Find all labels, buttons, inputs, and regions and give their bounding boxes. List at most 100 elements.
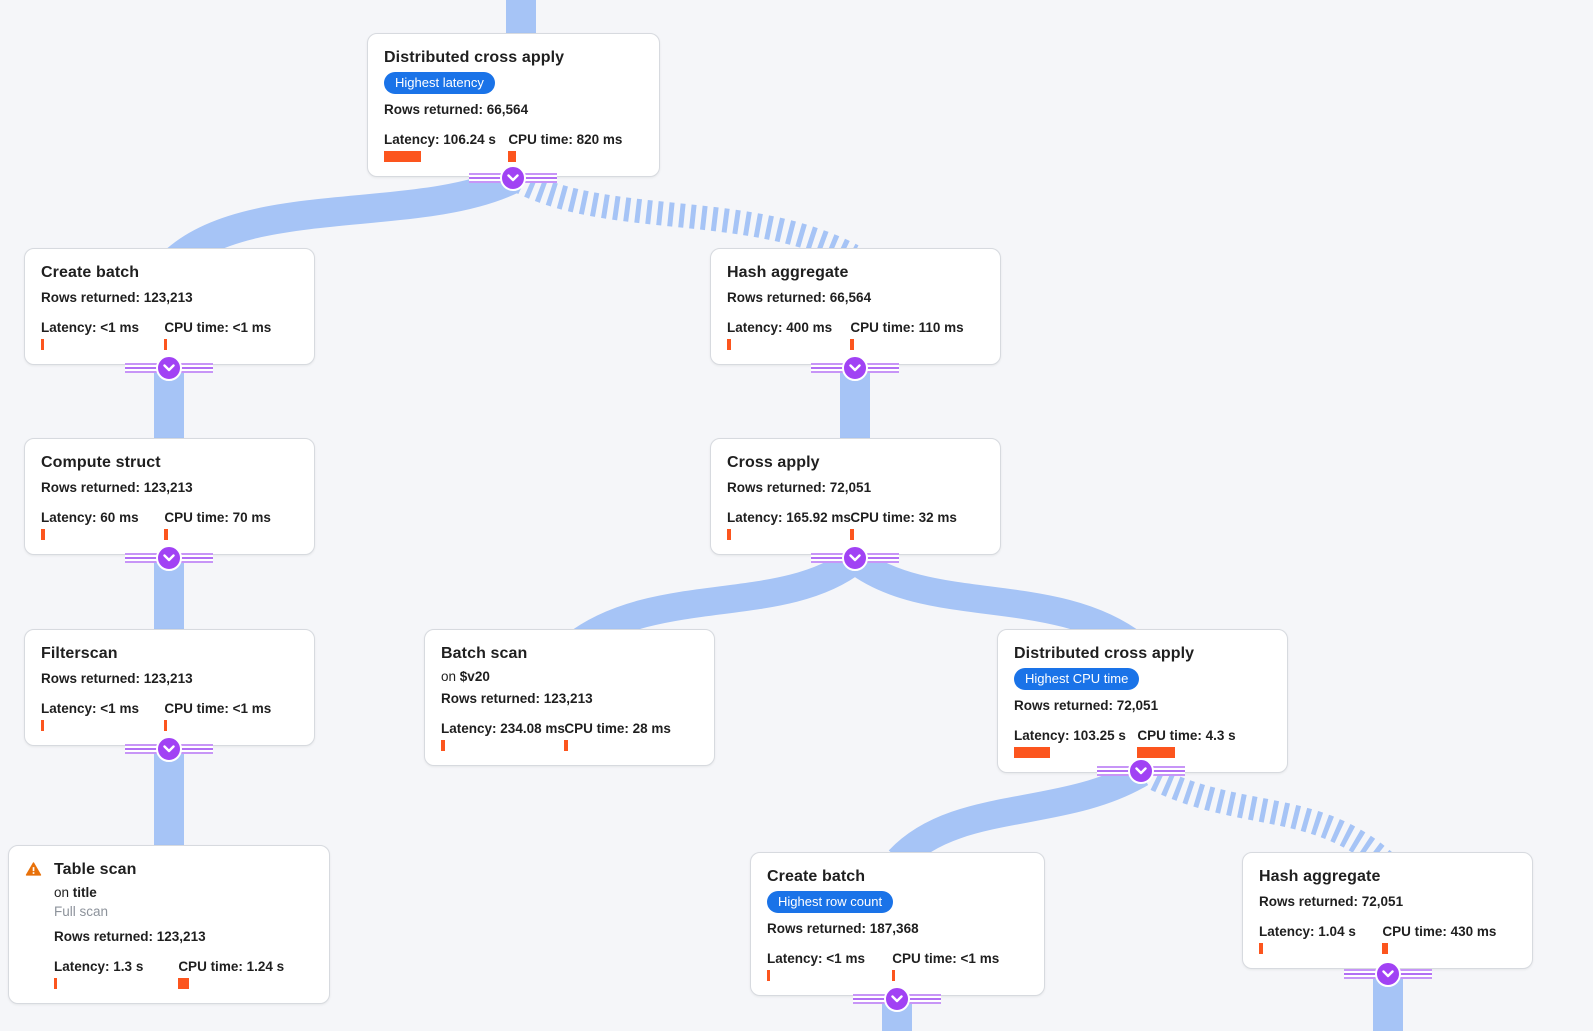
latency-bar: [384, 151, 421, 162]
cpu-time-label: CPU time: 28 ms: [564, 721, 671, 736]
cpu-time-label: CPU time: 820 ms: [508, 132, 623, 147]
node-batch-scan[interactable]: Batch scan on $v20 Rows returned: 123,21…: [424, 629, 715, 766]
cpu-time-bar: [1137, 747, 1176, 758]
chevron-down-icon: [500, 165, 526, 191]
node-title: Batch scan: [441, 645, 528, 662]
collapse-node-button[interactable]: [125, 736, 213, 762]
cpu-time-label: CPU time: <1 ms: [164, 320, 272, 335]
node-title: Cross apply: [727, 454, 820, 471]
chevron-down-icon: [1128, 758, 1154, 784]
badge-highest-latency: Highest latency: [384, 72, 495, 94]
rows-returned: Rows returned: 66,564: [384, 102, 529, 117]
metrics: Latency: 106.24 s CPU time: 820 ms: [384, 132, 643, 162]
cpu-time-bar: [564, 740, 569, 751]
latency-bar: [441, 740, 445, 751]
chevron-down-icon: [156, 545, 182, 571]
metrics: Latency: 400 ms CPU time: 110 ms: [727, 320, 984, 350]
metrics: Latency: 1.3 s CPU time: 1.24 s: [54, 959, 313, 989]
metrics: Latency: <1 ms CPU time: <1 ms: [767, 951, 1028, 981]
chevron-down-icon: [1375, 961, 1401, 987]
node-title: Create batch: [41, 264, 140, 281]
node-title: Compute struct: [41, 454, 161, 471]
metrics: Latency: <1 ms CPU time: <1 ms: [41, 701, 298, 731]
cpu-time-label: CPU time: 4.3 s: [1137, 728, 1236, 743]
latency-label: Latency: 106.24 s: [384, 132, 496, 147]
latency-label: Latency: 1.04 s: [1259, 924, 1356, 939]
node-table-scan[interactable]: Table scan on title Full scan Rows retur…: [8, 845, 330, 1004]
edge-dca-to-create-batch: [167, 166, 518, 271]
node-title: Distributed cross apply: [1014, 645, 1195, 662]
metrics: Latency: 103.25 s CPU time: 4.3 s: [1014, 728, 1271, 758]
scan-target: on title: [54, 885, 97, 900]
node-compute-struct[interactable]: Compute struct Rows returned: 123,213 La…: [24, 438, 315, 555]
metrics: Latency: 60 ms CPU time: 70 ms: [41, 510, 298, 540]
cpu-time-label: CPU time: 70 ms: [164, 510, 271, 525]
collapse-node-button[interactable]: [125, 545, 213, 571]
latency-bar: [41, 339, 44, 350]
latency-bar: [41, 720, 44, 731]
node-title: Hash aggregate: [1259, 868, 1381, 885]
cpu-time-bar: [178, 978, 190, 989]
latency-label: Latency: 165.92 ms: [727, 510, 851, 525]
latency-label: Latency: <1 ms: [41, 701, 139, 716]
node-filterscan[interactable]: Filterscan Rows returned: 123,213 Latenc…: [24, 629, 315, 746]
latency-label: Latency: <1 ms: [767, 951, 865, 966]
rows-returned: Rows returned: 123,213: [41, 290, 193, 305]
metrics: Latency: <1 ms CPU time: <1 ms: [41, 320, 298, 350]
node-create-batch[interactable]: Create batch Rows returned: 123,213 Late…: [24, 248, 315, 365]
rows-returned: Rows returned: 72,051: [727, 480, 872, 495]
rows-returned: Rows returned: 66,564: [727, 290, 872, 305]
node-distributed-cross-apply[interactable]: Distributed cross apply Highest latency …: [367, 33, 660, 177]
latency-label: Latency: 60 ms: [41, 510, 139, 525]
latency-bar: [727, 529, 731, 540]
edge-dca2-to-hash-aggregate2: [1140, 763, 1392, 871]
chevron-down-icon: [842, 355, 868, 381]
cpu-time-bar: [850, 529, 855, 540]
collapse-node-button[interactable]: [1097, 758, 1185, 784]
collapse-node-button[interactable]: [811, 545, 899, 571]
cpu-time-bar: [164, 529, 169, 540]
node-hash-aggregate-2[interactable]: Hash aggregate Rows returned: 72,051 Lat…: [1242, 852, 1533, 969]
scan-type: Full scan: [54, 904, 109, 919]
chevron-down-icon: [842, 545, 868, 571]
collapse-node-button[interactable]: [125, 355, 213, 381]
rows-returned: Rows returned: 123,213: [41, 480, 193, 495]
collapse-node-button[interactable]: [1344, 961, 1432, 987]
cpu-time-label: CPU time: 32 ms: [850, 510, 957, 525]
collapse-node-button[interactable]: [811, 355, 899, 381]
edge-cross-apply-to-dca2: [846, 548, 1145, 658]
rows-returned: Rows returned: 72,051: [1014, 698, 1159, 713]
latency-bar: [1259, 943, 1263, 954]
edge-cross-apply-to-batch-scan: [565, 548, 864, 658]
node-cross-apply[interactable]: Cross apply Rows returned: 72,051 Latenc…: [710, 438, 1001, 555]
warning-icon: [25, 862, 42, 876]
latency-label: Latency: 400 ms: [727, 320, 833, 335]
latency-bar: [727, 339, 731, 350]
node-title: Hash aggregate: [727, 264, 849, 281]
node-title: Distributed cross apply: [384, 49, 565, 66]
rows-returned: Rows returned: 123,213: [441, 691, 593, 706]
metrics: Latency: 1.04 s CPU time: 430 ms: [1259, 924, 1516, 954]
collapse-node-button[interactable]: [469, 165, 557, 191]
rows-returned: Rows returned: 187,368: [767, 921, 919, 936]
latency-bar: [54, 978, 57, 989]
scan-target: on $v20: [441, 669, 490, 684]
rows-returned: Rows returned: 72,051: [1259, 894, 1404, 909]
rows-returned: Rows returned: 123,213: [54, 929, 206, 944]
edge-dca2-to-create-batch2: [888, 760, 1149, 871]
cpu-time-label: CPU time: <1 ms: [164, 701, 272, 716]
node-create-batch-2[interactable]: Create batch Highest row count Rows retu…: [750, 852, 1045, 996]
rows-returned: Rows returned: 123,213: [41, 671, 193, 686]
chevron-down-icon: [884, 986, 910, 1012]
node-hash-aggregate[interactable]: Hash aggregate Rows returned: 66,564 Lat…: [710, 248, 1001, 365]
cpu-time-bar: [508, 151, 517, 162]
node-distributed-cross-apply-2[interactable]: Distributed cross apply Highest CPU time…: [997, 629, 1288, 773]
cpu-time-bar: [1382, 943, 1389, 954]
chevron-down-icon: [156, 355, 182, 381]
metrics: Latency: 234.08 ms CPU time: 28 ms: [441, 721, 698, 751]
latency-bar: [41, 529, 45, 540]
collapse-node-button[interactable]: [853, 986, 941, 1012]
node-title: Table scan: [54, 861, 137, 878]
